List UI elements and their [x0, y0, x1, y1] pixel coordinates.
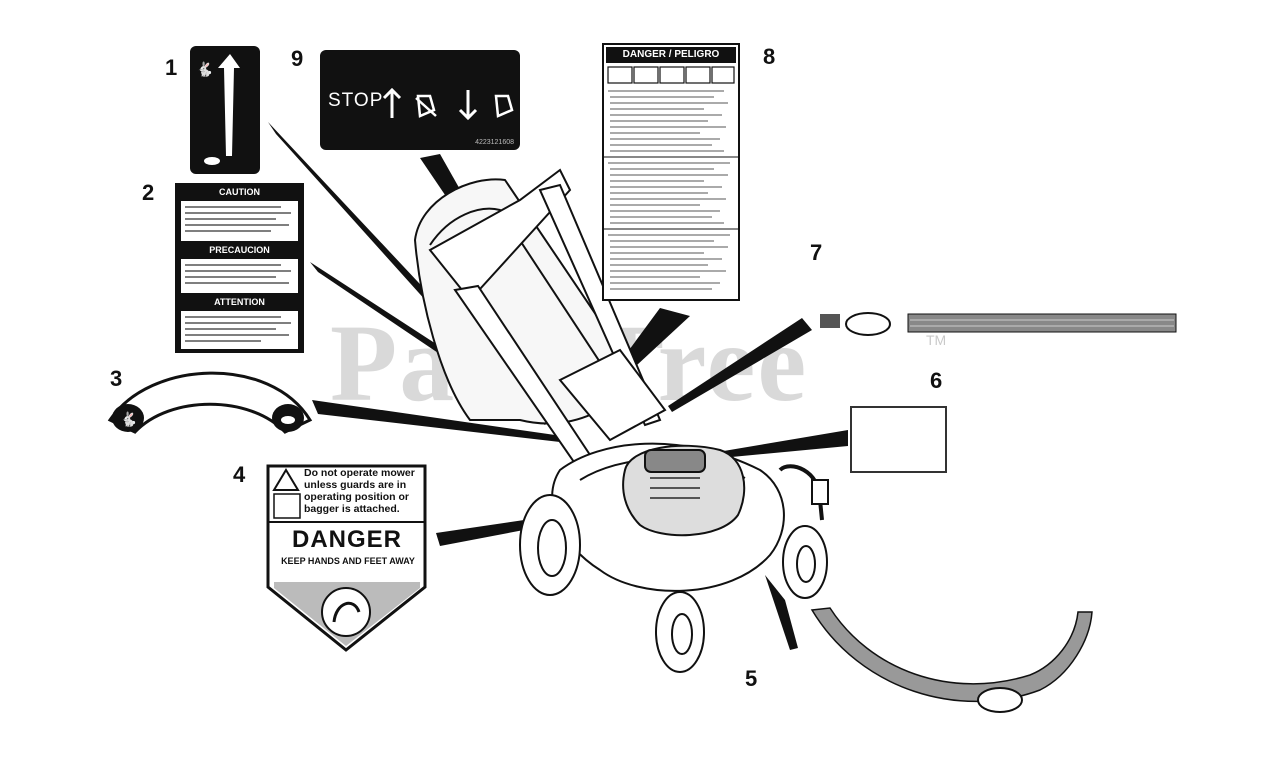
front-wheel-right-hub	[796, 545, 816, 583]
danger-line-1: Do not operate mower	[304, 467, 415, 479]
trademark-mark: TM	[926, 332, 947, 348]
guard-icon	[273, 493, 301, 519]
mower-illustration	[413, 168, 829, 673]
danger-decal-4	[266, 464, 427, 652]
danger-peligro-decal-8: DANGER / PELIGRO	[602, 43, 740, 301]
precaucion-heading: PRECAUCION	[175, 243, 304, 257]
throttle-graphic: 🐇	[196, 54, 240, 165]
stop-label: STOP	[328, 90, 384, 111]
attention-text-block	[181, 311, 298, 349]
stop-decal-9: STOP 4223121608	[320, 50, 520, 150]
danger-line-2: unless guards are in	[304, 479, 407, 491]
danger-subline: KEEP HANDS AND FEET AWAY	[281, 556, 415, 566]
callout-8: 8	[763, 44, 776, 69]
brand-logo-icon-2	[977, 687, 1023, 713]
callout-1: 1	[165, 55, 178, 80]
hare-icon: 🐇	[120, 411, 137, 428]
leader-7	[668, 318, 812, 412]
callout-5: 5	[745, 666, 758, 691]
front-wheel-left-hub	[671, 613, 693, 655]
hare-badge	[112, 404, 144, 432]
arrow-down-icon	[458, 90, 478, 121]
callout-6: 6	[930, 368, 943, 393]
hand-hazard-icon	[321, 587, 371, 637]
hare-icon-small: 🐇	[196, 61, 213, 78]
throttle-decal-1: 🐇	[190, 46, 260, 174]
danger-peligro-body	[604, 66, 738, 290]
warning-triangle-icon	[272, 468, 300, 491]
precaucion-text-block	[181, 259, 298, 293]
callout-2: 2	[142, 180, 155, 205]
danger-line-3: operating position or	[304, 491, 409, 503]
danger-peligro-heading: DANGER / PELIGRO	[606, 47, 736, 63]
callout-9: 9	[291, 46, 304, 71]
stop-icons	[382, 87, 514, 121]
arrow-up-icon-stop	[382, 87, 402, 118]
callout-4: 4	[233, 462, 246, 487]
danger-word: DANGER	[291, 526, 402, 553]
callout-7: 7	[810, 240, 823, 265]
danger-line-4: bagger is attached.	[304, 503, 400, 515]
stripe-decal-7	[820, 312, 1177, 336]
decal-code: 4223121608	[475, 139, 514, 146]
leader-3	[312, 400, 562, 442]
fuel-icon	[494, 94, 514, 118]
tortoise-icon-small	[204, 157, 220, 165]
speed-arc-decal: 🐇	[107, 371, 313, 434]
leader-6	[700, 430, 848, 460]
caution-decal-2: CAUTION PRECAUCION ATTENTION	[175, 183, 304, 353]
brand-logo-icon	[845, 312, 891, 336]
leader-5	[765, 575, 798, 650]
bag-seam	[429, 207, 616, 386]
caution-text-block	[181, 201, 298, 241]
arrow-up-icon	[218, 54, 240, 156]
danger-warning-text: Do not operate mower unless guards are i…	[304, 467, 424, 515]
choke-icon	[415, 94, 437, 118]
curved-stripe-decal-5	[810, 607, 1093, 713]
rear-wheel-hub	[537, 519, 567, 577]
engine-fins	[650, 477, 700, 499]
front-guard-post	[811, 479, 829, 505]
bag-chute	[558, 348, 667, 442]
attention-heading: ATTENTION	[175, 295, 304, 309]
blank-sticker-6	[850, 406, 947, 473]
callout-3: 3	[110, 366, 123, 391]
engine-cover	[644, 449, 706, 473]
caution-heading: CAUTION	[175, 185, 304, 199]
tortoise-icon	[281, 416, 295, 424]
